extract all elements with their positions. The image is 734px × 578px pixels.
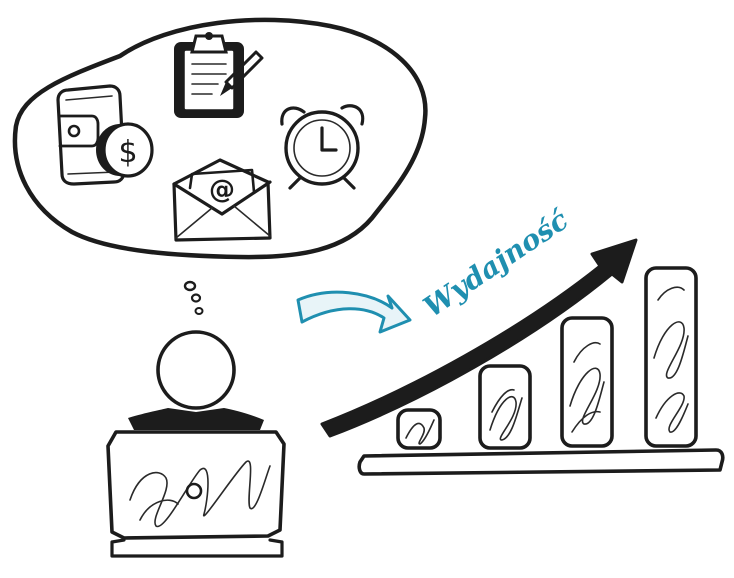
clipboard-icon: [174, 32, 244, 118]
coin-dollar-icon: $: [96, 122, 154, 178]
shoulders: [128, 408, 264, 430]
chart-bar: [644, 266, 698, 448]
curved-blue-arrow-icon: [296, 290, 412, 334]
chart-bar: [560, 316, 614, 448]
chart-base: [357, 448, 725, 476]
svg-text:@: @: [209, 175, 235, 205]
laptop-icon: [106, 430, 286, 558]
pencil-icon: [220, 50, 264, 96]
thought-bubble: [12, 17, 428, 260]
head-icon: [156, 330, 236, 410]
thought-trail: [183, 280, 204, 315]
chart-bar: [478, 364, 532, 450]
chart-bar: [396, 408, 442, 450]
envelope-at-icon: @: [172, 158, 272, 242]
alarm-clock-icon: [280, 104, 365, 190]
trend-arrow-icon: [320, 238, 638, 438]
svg-text:$: $: [118, 135, 137, 170]
